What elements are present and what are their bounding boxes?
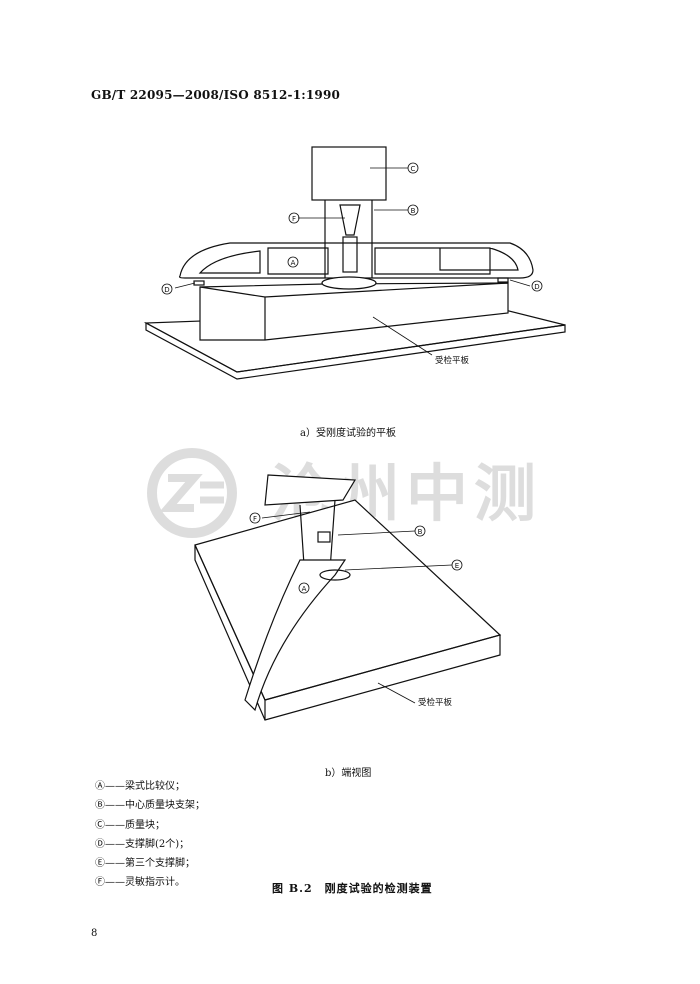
legend-text: ——中心质量块支架；: [105, 800, 205, 812]
legend-item: Ⓔ——第三个支撑脚；: [95, 854, 205, 873]
callout-b-a: A: [302, 585, 307, 593]
legend-text: ——灵敏指示计。: [105, 877, 185, 889]
legend-key: Ⓓ: [95, 838, 105, 850]
callout-d-left: D: [164, 286, 169, 294]
legend-key: Ⓔ: [95, 858, 105, 870]
page-number: 8: [91, 928, 98, 939]
document-header: GB/T 22095—2008/ISO 8512-1:1990: [91, 88, 341, 102]
legend-text: ——第三个支撑脚；: [105, 858, 195, 870]
legend-text: ——质量块；: [105, 819, 165, 831]
legend-item: Ⓐ——梁式比较仪；: [95, 777, 205, 796]
callout-f: F: [292, 215, 296, 223]
figure-title: 图 B.2 刚度试验的检测装置: [272, 882, 433, 895]
callout-b-f: F: [253, 515, 257, 523]
legend-item: Ⓑ——中心质量块支架；: [95, 796, 205, 815]
legend-text: ——支撑脚(2个)；: [105, 838, 190, 850]
callout-b-e: E: [455, 562, 459, 570]
callout-d-right: D: [534, 283, 539, 291]
figure-b-drawing: F B E A 受检平板: [194, 474, 502, 721]
legend-item: Ⓕ——灵敏指示计。: [95, 873, 205, 892]
legend-key: Ⓒ: [95, 819, 105, 831]
legend-key: Ⓑ: [95, 800, 105, 812]
legend: Ⓐ——梁式比较仪； Ⓑ——中心质量块支架； Ⓒ——质量块； Ⓓ——支撑脚(2个)…: [95, 777, 205, 893]
callout-c: C: [411, 165, 416, 173]
figure-a-drawing: C B F A D D 受检平板: [143, 146, 566, 380]
caption-a: a）受刚度试验的平板: [300, 428, 396, 439]
legend-item: Ⓓ——支撑脚(2个)；: [95, 835, 205, 854]
caption-b: b）端视图: [325, 768, 372, 779]
legend-item: Ⓒ——质量块；: [95, 816, 205, 835]
callout-b: B: [411, 207, 416, 215]
legend-text: ——梁式比较仪；: [105, 781, 185, 792]
legend-key: Ⓐ: [95, 781, 105, 792]
plate-label-a: 受检平板: [435, 355, 470, 366]
plate-label-b: 受检平板: [418, 697, 453, 708]
legend-key: Ⓕ: [95, 877, 105, 889]
callout-b-b: B: [418, 528, 423, 536]
callout-a: A: [291, 259, 296, 267]
